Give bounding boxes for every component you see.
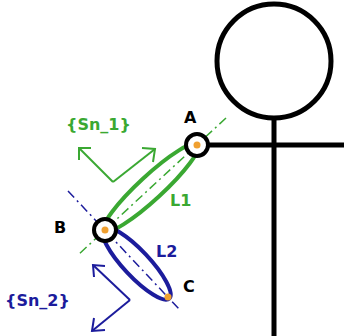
frame-2 [92,265,130,331]
joint-dot [194,142,201,149]
end-point [165,294,172,301]
frame-label: {Sn_2} [5,292,70,310]
joint-label: B [54,219,66,237]
axis-line-2 [68,191,180,310]
joint-b [94,219,116,241]
axis-line-1 [78,118,226,255]
frame-label: {Sn_1} [66,116,131,134]
frame-1 [79,148,155,182]
joint-a [186,134,208,156]
body [272,118,277,336]
joint-dot [102,227,109,234]
shoulder-line [208,143,344,148]
head [217,4,331,118]
joint-label: C [183,278,195,296]
link-label: L2 [156,243,177,261]
link-l2 [94,220,179,308]
link-label: L1 [170,192,191,210]
joint-label: A [184,109,196,127]
